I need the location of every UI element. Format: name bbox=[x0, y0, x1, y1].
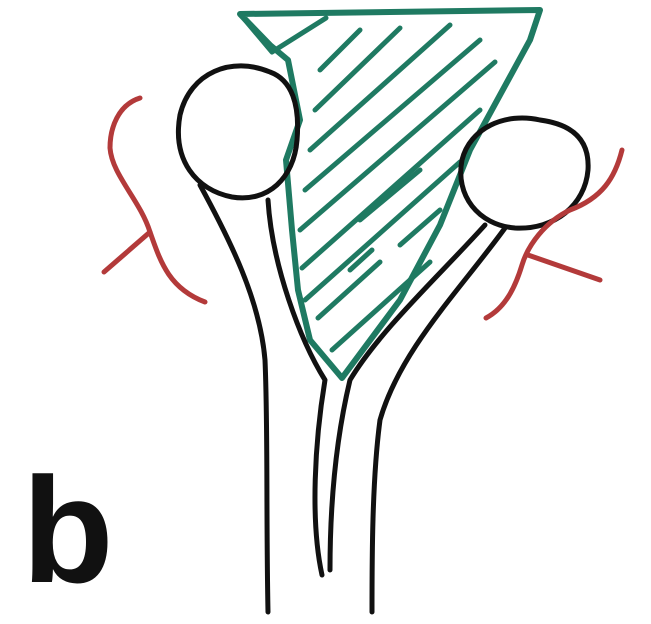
structure-outline bbox=[178, 66, 588, 612]
left-outer-stalk bbox=[200, 185, 268, 612]
panel-label: b bbox=[22, 455, 114, 605]
right-curly-bracket bbox=[486, 150, 622, 318]
wedge-tip-stroke bbox=[240, 14, 326, 52]
right-bracket-tick bbox=[528, 255, 600, 280]
left-bracket-tick bbox=[104, 232, 150, 272]
right-inner-stalk bbox=[330, 225, 485, 570]
curly-brackets bbox=[104, 98, 622, 318]
left-curly-bracket bbox=[110, 98, 205, 302]
left-circle bbox=[178, 66, 297, 198]
right-outer-stalk bbox=[372, 228, 505, 612]
hatched-wedge bbox=[240, 10, 540, 378]
